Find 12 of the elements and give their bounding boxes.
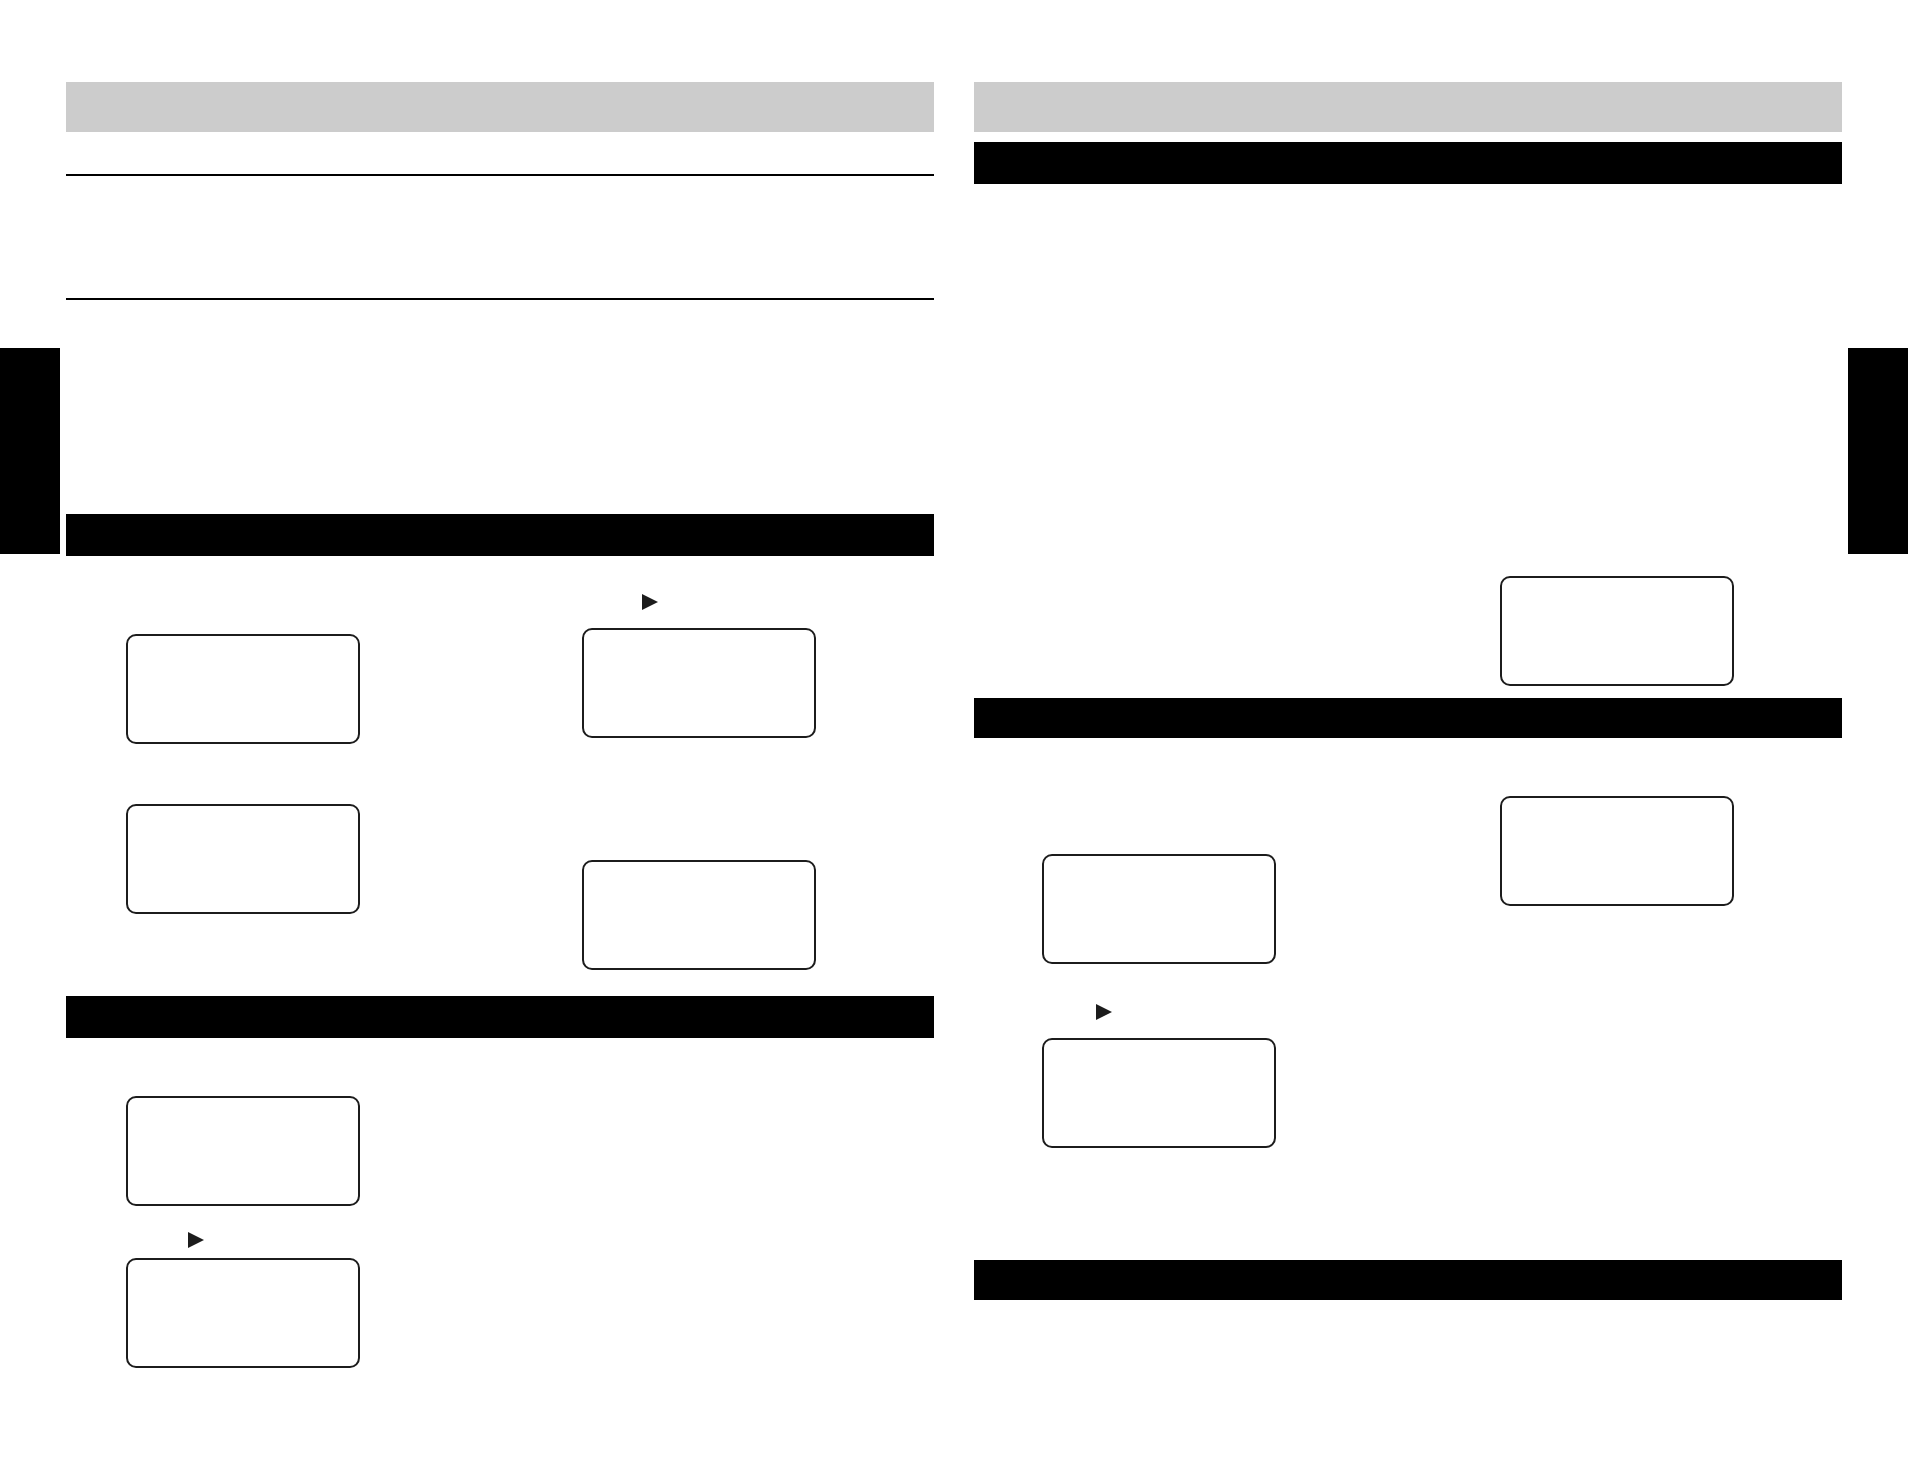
- display-box: [126, 634, 360, 744]
- display-box: [582, 628, 816, 738]
- display-box: [126, 804, 360, 914]
- display-box: [1500, 796, 1734, 906]
- display-box: [126, 1258, 360, 1368]
- display-box: [126, 1096, 360, 1206]
- side-tab: [0, 348, 60, 554]
- display-box: [1042, 854, 1276, 964]
- side-tab: [1848, 348, 1908, 554]
- display-box: [1500, 576, 1734, 686]
- display-box: [582, 860, 816, 970]
- display-box: [1042, 1038, 1276, 1148]
